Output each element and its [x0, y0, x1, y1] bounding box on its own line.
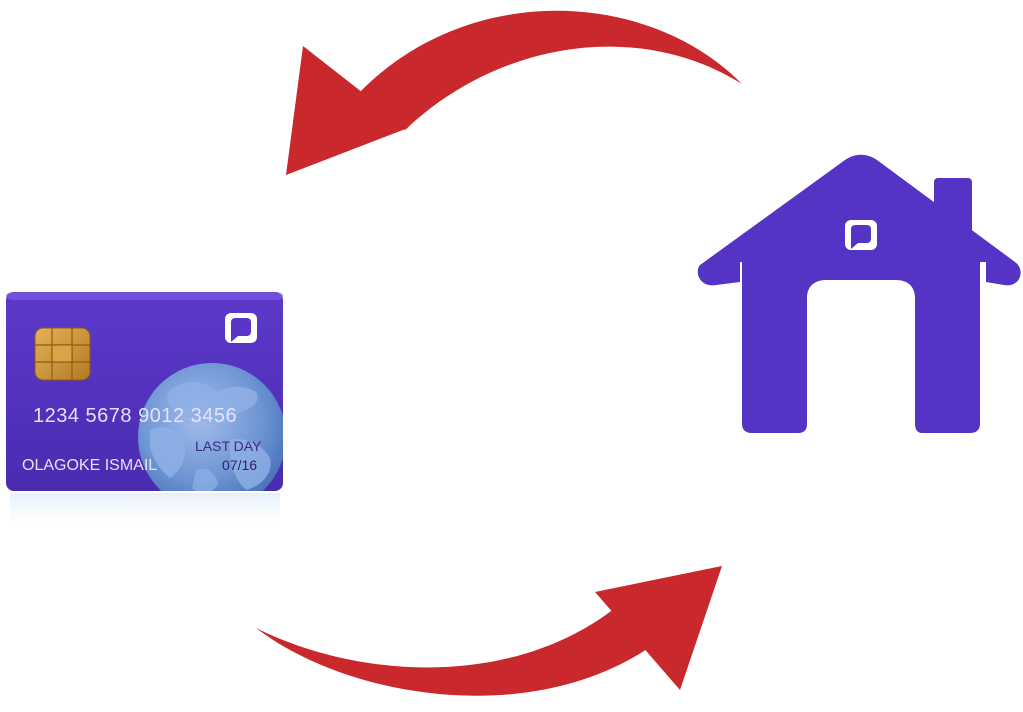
- arrow-card-to-house: [256, 566, 722, 696]
- arrow-head-top: [286, 46, 408, 175]
- card-holder-name: OLAGOKE ISMAIL: [22, 457, 157, 474]
- chip-icon: [34, 327, 91, 381]
- brand-logo-icon: [845, 220, 877, 250]
- arrow-house-to-card: [286, 10, 742, 175]
- arrow-shaft-bottom: [256, 600, 660, 696]
- card-number: 1234 5678 9012 3456: [33, 405, 237, 427]
- credit-card: 1234 5678 9012 3456 LAST DAY 07/16 OLAGO…: [6, 292, 283, 533]
- arrow-shaft-top: [360, 10, 742, 130]
- arrow-head-bottom: [595, 566, 722, 690]
- card-expiry-label: LAST DAY: [195, 438, 262, 454]
- card-reflection: [10, 493, 280, 533]
- globe-icon: [138, 363, 283, 491]
- card-expiry-value: 07/16: [222, 457, 257, 473]
- house-icon: [697, 154, 1021, 433]
- brand-logo-icon: [225, 313, 257, 343]
